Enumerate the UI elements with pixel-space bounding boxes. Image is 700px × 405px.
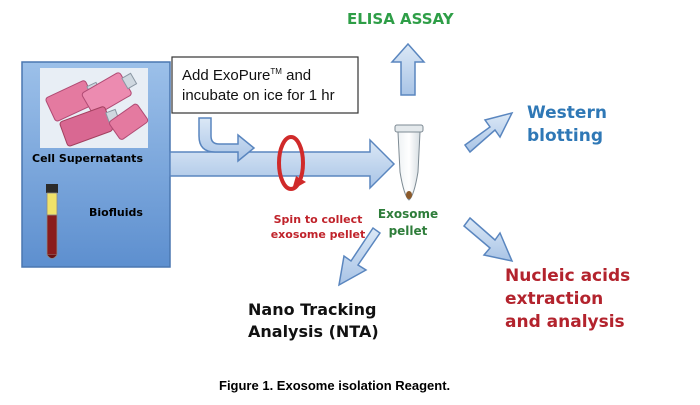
instruction-line1-suffix: and [281,67,312,84]
trademark-sup: TM [270,67,282,76]
spin-line1: Spin to collect [273,213,363,226]
exosome-tube-icon [394,124,424,201]
spin-line2: exosome pellet [270,228,366,241]
western-line1: Western [527,103,607,123]
nta-line2: Analysis (NTA) [248,322,379,341]
pellet-line1: Exosome [377,207,439,221]
cell-supernatants-label: Cell Supernatants [32,152,143,165]
add-reagent-arrow [198,117,256,163]
instruction-line2: incubate on ice for 1 hr [182,87,335,104]
spin-icon [277,135,306,191]
western-label: Western blotting [527,102,607,148]
nucleic-line2: extraction [505,289,604,309]
instruction-box [171,56,359,114]
pellet-label: Exosome pellet [366,206,450,240]
nta-line1: Nano Tracking [248,300,377,319]
elisa-label: ELISA ASSAY [347,10,454,28]
arrow-to-nucleic [462,216,514,263]
instruction-text: Add ExoPureTM and incubate on ice for 1 … [182,62,335,106]
nta-label: Nano Tracking Analysis (NTA) [248,299,379,343]
instruction-line1-prefix: Add ExoPure [182,67,271,84]
arrow-to-nta [337,226,382,287]
cell-flasks-image [40,68,149,148]
spin-label: Spin to collect exosome pellet [268,212,368,242]
nucleic-line1: Nucleic acids [505,266,631,286]
arrow-to-western [463,111,514,154]
western-line2: blotting [527,126,604,146]
pellet-line2: pellet [388,224,428,238]
blood-tube-image [46,184,58,259]
nucleic-label: Nucleic acids extraction and analysis [505,265,630,334]
figure-caption: Figure 1. Exosome isolation Reagent. [219,378,451,393]
nucleic-line3: and analysis [505,312,625,332]
biofluids-label: Biofluids [89,206,143,219]
arrow-up-elisa [390,42,426,96]
